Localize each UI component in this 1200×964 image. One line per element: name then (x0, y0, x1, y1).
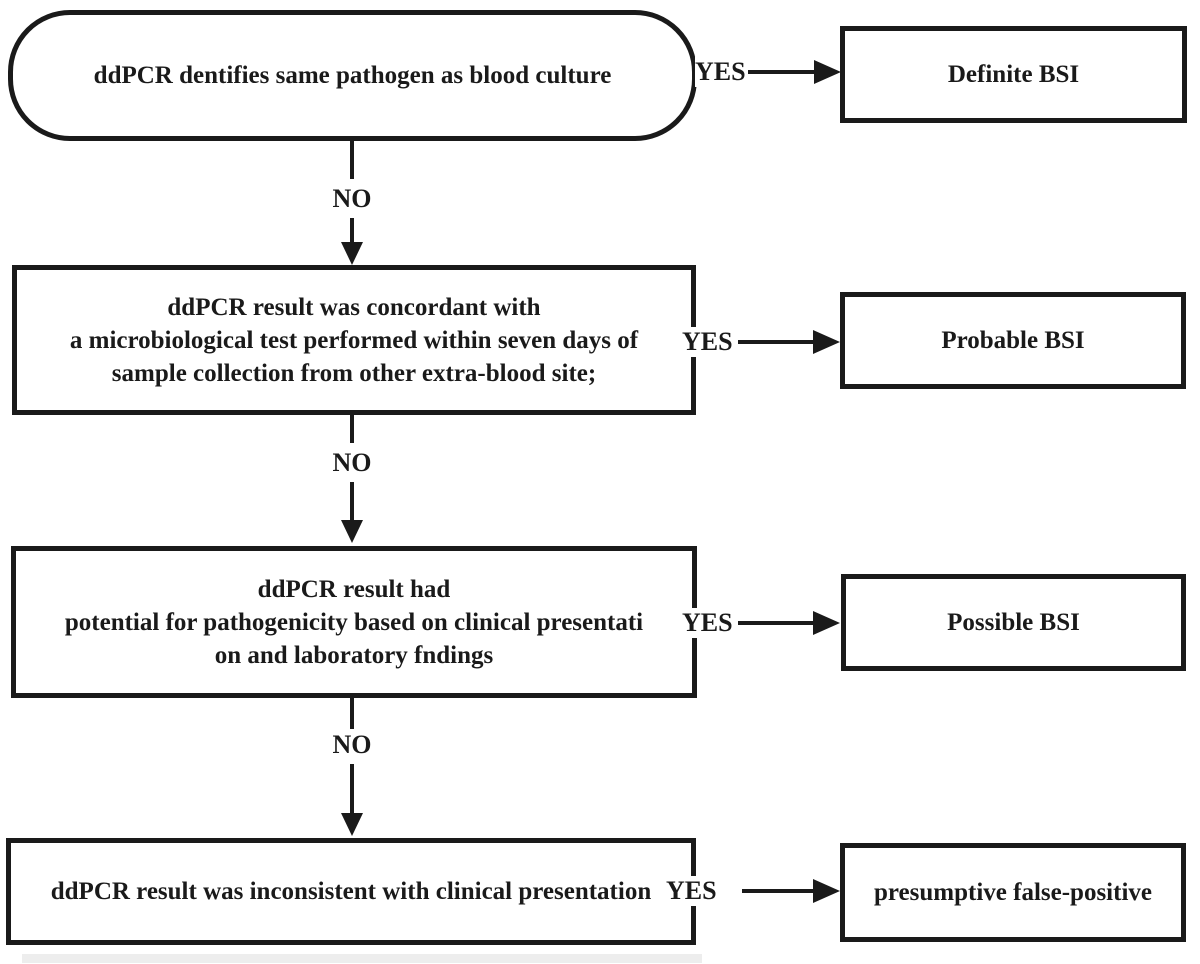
no-connector-line-bottom-1 (350, 218, 354, 246)
outcome-node-definite-bsi: Definite BSI (840, 26, 1187, 123)
decision-text-line: a microbiological test performed within … (69, 326, 639, 354)
decision-text-line: ddPCR result was concordant with (167, 293, 541, 321)
arrow-right-icon-3 (813, 611, 840, 635)
decision-text-line: sample collection from other extra-blood… (111, 359, 597, 387)
no-label-3: NO (320, 730, 384, 760)
decision-text: ddPCR dentifies same pathogen as blood c… (94, 59, 612, 92)
yes-label-2: YES (682, 327, 733, 357)
arrow-down-icon-1 (341, 242, 363, 265)
decision-text: ddPCR result had potential for pathogeni… (65, 573, 643, 672)
yes-connector-line-4 (742, 889, 816, 893)
decision-node-same-pathogen: ddPCR dentifies same pathogen as blood c… (8, 10, 697, 141)
arrow-right-icon-2 (813, 330, 840, 354)
decision-text-line: ddPCR dentifies same pathogen as blood c… (93, 62, 612, 89)
outcome-label: presumptive false-positive (874, 879, 1152, 906)
yes-connector-line-3 (738, 621, 816, 625)
outcome-node-probable-bsi: Probable BSI (840, 292, 1186, 389)
outcome-node-presumptive-false-positive: presumptive false-positive (840, 843, 1186, 942)
arrow-right-icon-1 (814, 60, 841, 84)
yes-label-1: YES (695, 57, 746, 87)
outcome-label: Probable BSI (941, 327, 1085, 354)
decision-node-inconsistent-presentation: ddPCR result was inconsistent with clini… (6, 838, 696, 945)
arrow-right-icon-4 (813, 879, 840, 903)
yes-label-4: YES (666, 876, 717, 906)
decision-text-line: ddPCR result had (257, 575, 451, 603)
no-connector-line-top-1 (350, 141, 354, 179)
yes-connector-line-2 (738, 340, 816, 344)
bottom-shadow-band (22, 954, 702, 963)
outcome-node-possible-bsi: Possible BSI (841, 574, 1186, 671)
decision-node-pathogenicity-potential: ddPCR result had potential for pathogeni… (11, 546, 697, 698)
no-label-2: NO (320, 448, 384, 478)
yes-label-3: YES (682, 608, 733, 638)
outcome-label: Possible BSI (947, 609, 1080, 636)
decision-text-line: ddPCR result was inconsistent with clini… (50, 878, 652, 905)
no-connector-line-bottom-2 (350, 482, 354, 522)
decision-text-line: potential for pathogenicity based on cli… (64, 608, 644, 636)
no-connector-line-top-3 (350, 698, 354, 729)
decision-text-line: on and laboratory fndings (214, 641, 494, 669)
no-connector-line-bottom-3 (350, 764, 354, 814)
no-connector-line-top-2 (350, 415, 354, 443)
decision-text: ddPCR result was concordant with a micro… (70, 291, 638, 390)
decision-node-concordant-test: ddPCR result was concordant with a micro… (12, 265, 696, 415)
yes-connector-line-1 (748, 70, 818, 74)
decision-text: ddPCR result was inconsistent with clini… (51, 875, 652, 908)
no-label-1: NO (320, 184, 384, 214)
arrow-down-icon-3 (341, 813, 363, 836)
outcome-label: Definite BSI (947, 61, 1080, 88)
arrow-down-icon-2 (341, 520, 363, 543)
